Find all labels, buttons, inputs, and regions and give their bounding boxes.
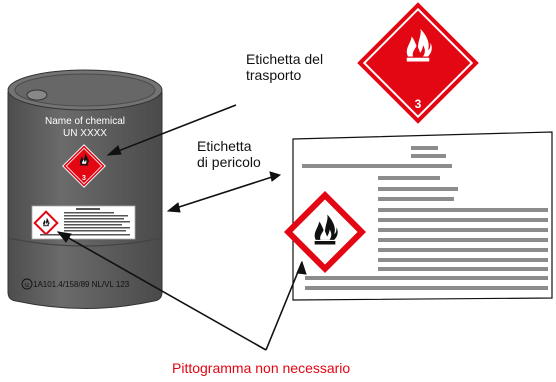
drum-chemical-name: Name of chemical: [45, 116, 125, 127]
transport-class-number: 3: [415, 97, 422, 111]
hazard-label-card: [283, 131, 553, 301]
arrows: [56, 104, 307, 351]
transport-diamond-large: 3: [357, 2, 479, 124]
un-symbol: u: [21, 278, 33, 290]
label-hazard-line2: di pericolo: [197, 154, 261, 170]
label-pictogram-not-needed: Pittogramma non necessario: [172, 360, 351, 376]
arrow-not-needed-card: [265, 261, 303, 351]
flame-icon: [406, 29, 432, 62]
ghs-pictogram-large: [283, 190, 367, 274]
svg-text:u: u: [25, 282, 29, 289]
drum-bung: [26, 89, 48, 101]
arrow-not-needed-drum: [57, 231, 267, 351]
label-transport-line1: Etichetta del: [246, 51, 324, 67]
drum: [7, 69, 163, 309]
arrow-hazard-double: [175, 176, 273, 209]
label-hazard-line1: Etichetta: [197, 138, 252, 154]
drum-diamond-class: 3: [82, 175, 86, 182]
drum-hazard-label: [31, 205, 136, 240]
arrow-transport: [107, 104, 237, 156]
hazard-label-text-lines: [302, 146, 548, 290]
drum-transport-diamond: 3: [62, 144, 106, 188]
drum-body: [7, 91, 163, 309]
drum-top-inner: [14, 73, 156, 107]
drum-un-number: UN XXXX: [63, 128, 107, 139]
drum-rolling-hoop: [7, 237, 163, 247]
label-transport-line2: trasporto: [246, 67, 302, 83]
drum-embossed-mark: 1A101.4/158/89 NL/VL 123: [33, 280, 130, 289]
drum-ghs-pictogram: [33, 210, 59, 236]
drum-label-text-lines: [40, 208, 130, 236]
